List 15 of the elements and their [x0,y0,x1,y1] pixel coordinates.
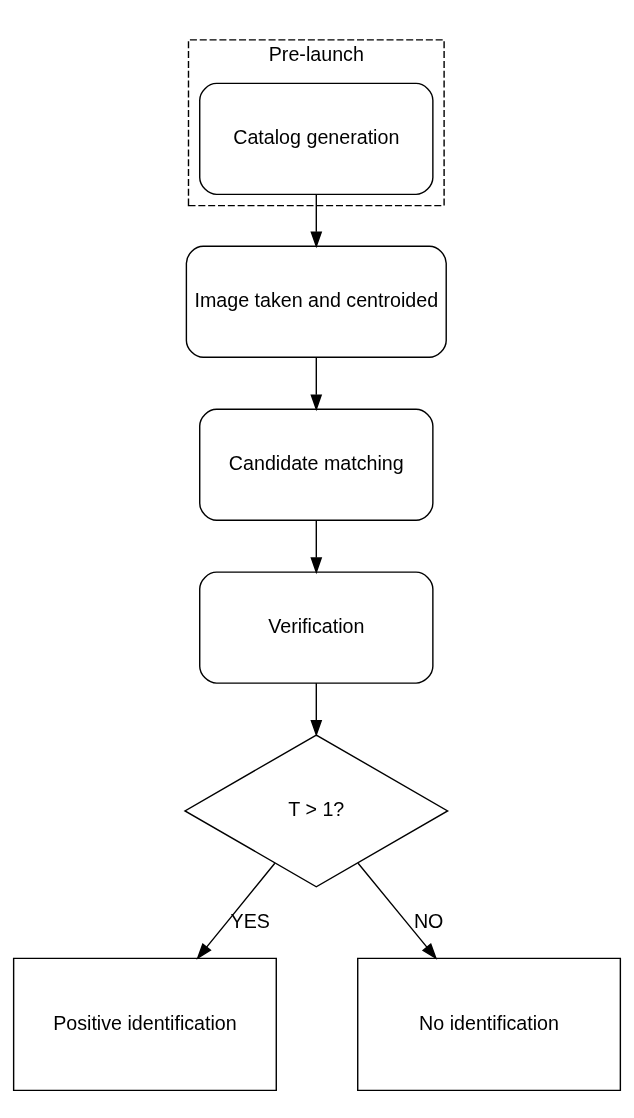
arrow [310,681,323,737]
node-box: Positive identification [12,957,277,1091]
node-diamond: T > 1? [183,733,449,888]
arrow [196,862,276,960]
edge-label: NO [413,909,444,932]
node-box: Image taken and centroided [185,245,447,358]
arrow [310,356,323,411]
node-box: No identification [357,957,622,1091]
node-box: Catalog generation [199,82,434,195]
arrow [310,519,323,574]
arrow [310,193,323,248]
node-box: Candidate matching [199,408,434,521]
arrow [357,862,438,960]
node-box: Verification [199,570,434,684]
edge-label: YES [230,909,270,932]
